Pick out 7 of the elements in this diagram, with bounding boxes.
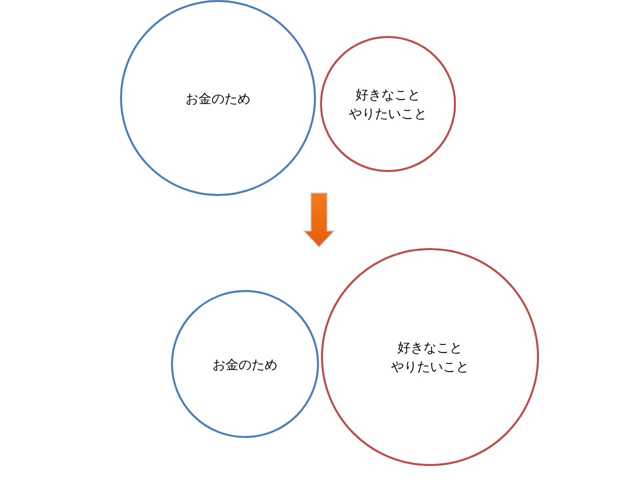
block-arrow [302,192,336,248]
node-label: お金のため [212,356,278,374]
node-label: お金のため [186,90,250,108]
node-label: 好きなこと [398,339,462,357]
node-label: 好きなこと [356,86,420,104]
node-label: やりたいこと [349,105,427,123]
node-label: やりたいこと [391,358,469,376]
